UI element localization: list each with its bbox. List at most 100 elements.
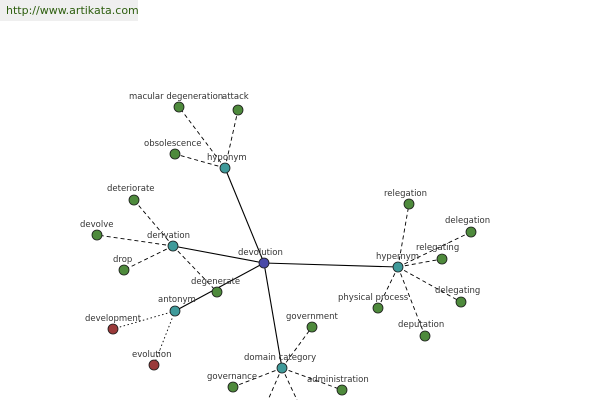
node-antonym[interactable]: antonym [158,295,196,317]
node-administration[interactable]: administration [307,375,369,396]
node-label-devolution: devolution [238,248,283,258]
node-label-relegating: relegating [416,243,459,253]
node-dot-hyponym[interactable] [219,162,231,174]
node-dot-degenerate[interactable] [211,286,223,298]
node-dot-obsolescence[interactable] [169,148,181,160]
node-label-delegation: delegation [445,216,490,226]
edge-derivation-devolve [96,234,174,247]
node-label-domain-category: domain category [244,353,316,363]
node-dot-relegating[interactable] [436,253,448,265]
node-label-governance: governance [207,372,257,382]
node-devolve[interactable]: devolve [80,220,113,241]
node-dot-derivation[interactable] [167,240,179,252]
node-drop[interactable]: drop [113,255,132,276]
source-url-link[interactable]: http://www.artikata.com [6,4,139,17]
node-development[interactable]: development [85,314,142,335]
edge-hypernym-deputation [397,266,426,337]
node-macular-degeneration[interactable]: macular degeneration [129,92,223,113]
edge-derivation-degenerate [172,245,218,293]
graph-edges [96,106,472,400]
node-delegation[interactable]: delegation [445,216,490,238]
node-label-relegation: relegation [384,189,427,199]
node-dot-physical-process[interactable] [372,302,384,314]
edge-domain-category-administration [281,367,343,391]
node-dot-drop[interactable] [118,264,130,276]
node-dot-relegation[interactable] [403,198,415,210]
edge-derivation-drop [123,245,174,271]
edge-hypernym-delegating [397,266,462,303]
node-hyponym[interactable]: hyponym [207,153,247,174]
edge-hypernym-physical-process [377,266,399,309]
node-label-evolution: evolution [132,350,172,360]
node-label-hypernym: hypernym [376,252,419,262]
node-degenerate[interactable]: degenerate [191,277,240,298]
edge-domain-category-governance [232,367,283,388]
node-hypernym[interactable]: hypernym [376,252,419,273]
edge-hypernym-relegating [397,258,443,268]
node-evolution[interactable]: evolution [132,350,172,371]
node-label-derivation: derivation [147,231,190,241]
node-dot-macular-degeneration[interactable] [173,101,185,113]
node-delegating[interactable]: delegating [435,286,480,308]
edge-stub-1 [281,367,298,400]
node-deputation[interactable]: deputation [398,320,444,342]
edge-hyponym-attack [224,109,239,169]
node-label-physical-process: physical process [338,293,409,303]
node-label-government: government [286,312,338,322]
edge-derivation-deteriorate [133,199,174,247]
node-dot-delegation[interactable] [465,226,477,238]
node-dot-deputation[interactable] [419,330,431,342]
node-dot-devolution[interactable] [258,257,270,269]
node-obsolescence[interactable]: obsolescence [144,139,201,160]
node-dot-deteriorate[interactable] [128,194,140,206]
node-dot-development[interactable] [107,323,119,335]
node-deteriorate[interactable]: deteriorate [107,184,155,206]
edge-devolution-domain-category [263,262,283,369]
node-derivation[interactable]: derivation [147,231,190,252]
edge-devolution-antonym [174,262,265,312]
node-dot-delegating[interactable] [455,296,467,308]
node-physical-process[interactable]: physical process [338,293,409,314]
edge-devolution-hypernym [263,262,399,268]
node-label-deputation: deputation [398,320,444,330]
node-label-hyponym: hyponym [207,153,247,163]
edge-domain-category-government [281,326,313,369]
node-dot-devolve[interactable] [91,229,103,241]
node-dot-governance[interactable] [227,381,239,393]
edge-devolution-derivation [172,245,265,264]
node-dot-evolution[interactable] [148,359,160,371]
node-governance[interactable]: governance [207,372,257,393]
edge-hyponym-obsolescence [174,153,226,169]
node-label-antonym: antonym [158,295,196,305]
node-dot-administration[interactable] [336,384,348,396]
node-label-administration: administration [307,375,369,385]
edge-stub-0 [267,367,283,400]
node-label-obsolescence: obsolescence [144,139,201,149]
edge-antonym-evolution [153,310,176,366]
node-dot-attack[interactable] [232,104,244,116]
node-government[interactable]: government [286,312,338,333]
node-relegation[interactable]: relegation [384,189,427,210]
node-dot-antonym[interactable] [169,305,181,317]
graph-nodes: devolution hyponym macular degenerationatt… [80,92,490,396]
node-label-attack: attack [222,92,249,102]
edge-hypernym-relegation [397,203,410,268]
node-label-deteriorate: deteriorate [107,184,155,194]
edge-hyponym-macular-degeneration [178,106,226,169]
node-label-development: development [85,314,142,324]
node-label-delegating: delegating [435,286,480,296]
node-attack[interactable]: attack [222,92,249,116]
node-dot-government[interactable] [306,321,318,333]
node-relegating[interactable]: relegating [416,243,459,265]
node-dot-domain-category[interactable] [276,362,288,374]
node-label-drop: drop [113,255,132,265]
edge-devolution-hyponym [224,167,265,264]
node-label-devolve: devolve [80,220,113,230]
node-devolution[interactable]: devolution [238,248,283,269]
node-label-macular-degeneration: macular degeneration [129,92,223,102]
edge-antonym-development [112,310,176,330]
node-dot-hypernym[interactable] [392,261,404,273]
node-domain-category[interactable]: domain category [244,353,316,374]
url-bar: http://www.artikata.com [0,0,139,21]
